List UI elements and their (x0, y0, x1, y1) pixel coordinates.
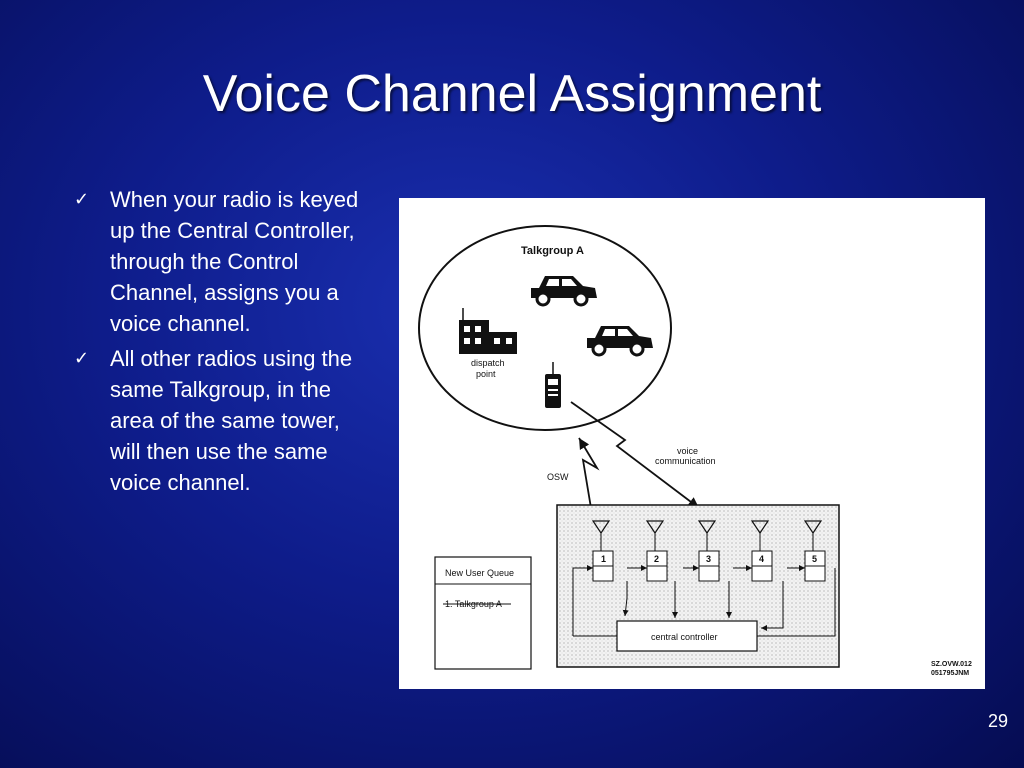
slide-title: Voice Channel Assignment (202, 65, 822, 123)
repeater: 3 (697, 520, 720, 582)
coverage-area (418, 225, 672, 431)
controller-wiring (572, 565, 836, 637)
figure-code: 051795JNM (931, 670, 969, 677)
bullet-text: All other radios using the same Talkgrou… (110, 346, 353, 495)
page-number: 29 (987, 711, 1008, 731)
new-user-queue (434, 556, 532, 670)
diagram-canvas: Talkgroup A dispatch poin (418, 225, 972, 677)
bullet-item: ✓ All other radios using the same Talkgr… (74, 343, 374, 498)
repeater-number: 4 (759, 554, 764, 564)
bullet-item: ✓ When your radio is keyed up the Centra… (74, 184, 374, 339)
dispatch-label: point (476, 369, 496, 379)
osw-link (578, 437, 600, 521)
portable-radio-icon (545, 362, 561, 408)
bullet-text: When your radio is keyed up the Central … (110, 187, 359, 336)
dispatch-building-icon (459, 308, 517, 354)
central-controller-label: central controller (651, 632, 718, 642)
dispatch-label: dispatch (471, 358, 505, 368)
figure-code: SZ.OVW.012 (931, 661, 972, 668)
voice-label: communication (655, 456, 716, 466)
repeater-number: 2 (654, 554, 659, 564)
repeater-number: 5 (812, 554, 817, 564)
voice-label: voice (677, 446, 698, 456)
queue-title: New User Queue (445, 568, 514, 578)
repeater: 2 (645, 520, 668, 582)
repeater: 5 (803, 520, 826, 582)
checkmark-icon: ✓ (74, 189, 90, 210)
voice-link (570, 401, 700, 509)
repeater: 4 (750, 520, 773, 582)
car-icon (531, 276, 597, 307)
repeater-row: 1 2 3 4 (591, 520, 826, 582)
osw-label: OSW (547, 472, 569, 482)
repeater-number: 3 (706, 554, 711, 564)
repeater: 1 (591, 520, 614, 582)
trunking-diagram: Talkgroup A dispatch poin (399, 198, 985, 689)
bullet-list: ✓ When your radio is keyed up the Centra… (74, 184, 374, 502)
checkmark-icon: ✓ (74, 348, 90, 369)
repeater-number: 1 (601, 554, 606, 564)
central-controller-box (616, 620, 758, 652)
talkgroup-label: Talkgroup A (521, 245, 584, 257)
car-icon (587, 326, 653, 357)
